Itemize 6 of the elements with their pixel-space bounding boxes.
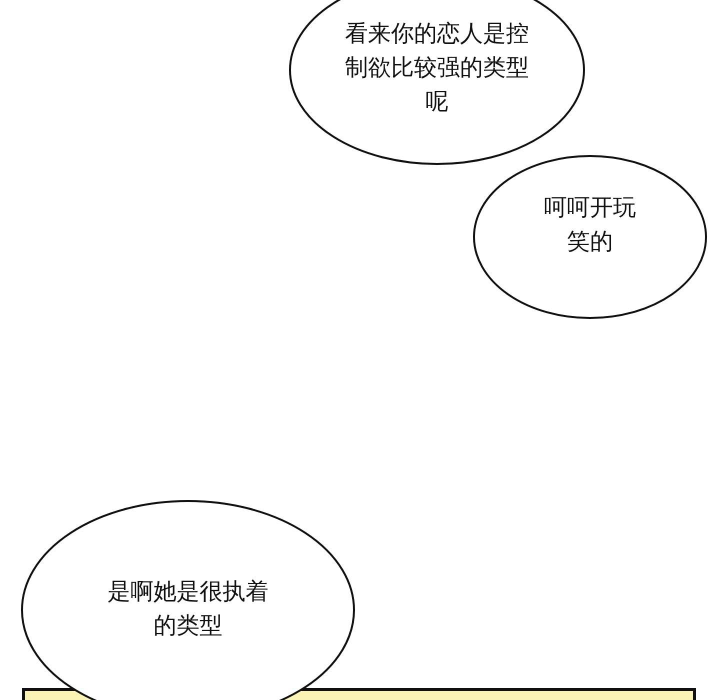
dialogue-text: 看来你的恋人是控制欲比较强的类型呢 [344, 20, 530, 117]
speech-bubble [473, 155, 707, 319]
dialogue-text: 呵呵开玩笑的 [543, 194, 637, 257]
speech-bubble [21, 500, 355, 700]
speech-bubble [289, 0, 585, 165]
dialogue-text: 是啊她是很执着的类型 [106, 578, 270, 641]
